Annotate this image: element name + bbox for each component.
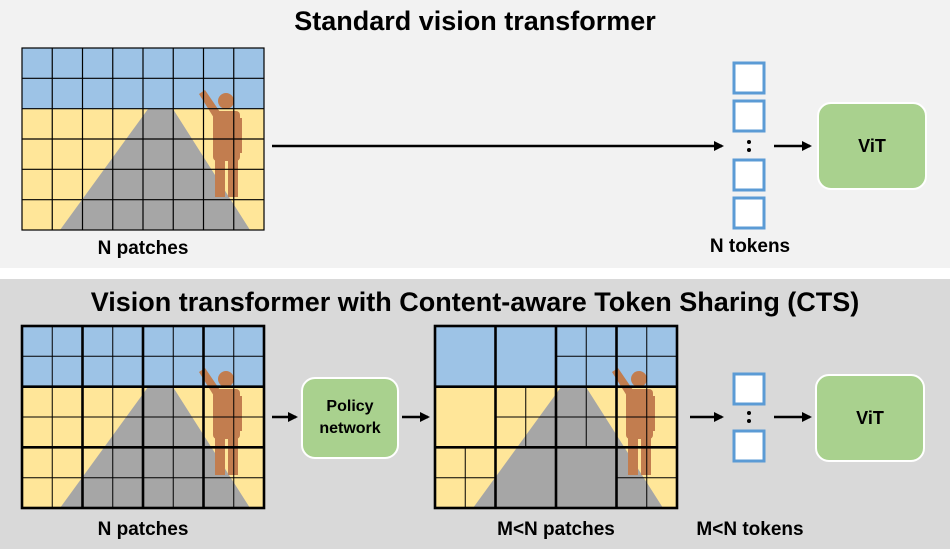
cts-title: Vision transformer with Content-aware To… [90,287,860,317]
n-tokens-label: N tokens [709,236,791,257]
token [732,99,766,133]
ellipsis-dot [747,419,751,423]
shared-patches-image [433,324,679,510]
shared-patches-label: M<N patches [497,519,615,540]
patch-group-grid [20,324,266,510]
n-patches-label-bottom: N patches [97,519,189,540]
vit-box-top: ViT [817,102,927,190]
token [732,61,766,95]
patch-grid [21,47,265,231]
ellipsis-dot [747,148,751,152]
n-patches-image-bottom [20,324,266,510]
token [732,158,766,192]
n-patches-image-top [21,47,265,231]
patch-group-grid [433,324,679,510]
token-stack-bottom [732,372,766,463]
m-tokens-label: M<N tokens [696,519,804,540]
token [732,372,766,406]
n-patches-label-top: N patches [97,238,189,259]
token [732,196,766,230]
ellipsis-dot [747,411,751,415]
token-stack-top [732,61,766,230]
ellipsis-dot [747,140,751,144]
token [732,429,766,463]
policy-network-box: Policy network [301,377,399,459]
vit-box-bottom: ViT [815,374,925,462]
standard-vit-title: Standard vision transformer [294,6,656,36]
